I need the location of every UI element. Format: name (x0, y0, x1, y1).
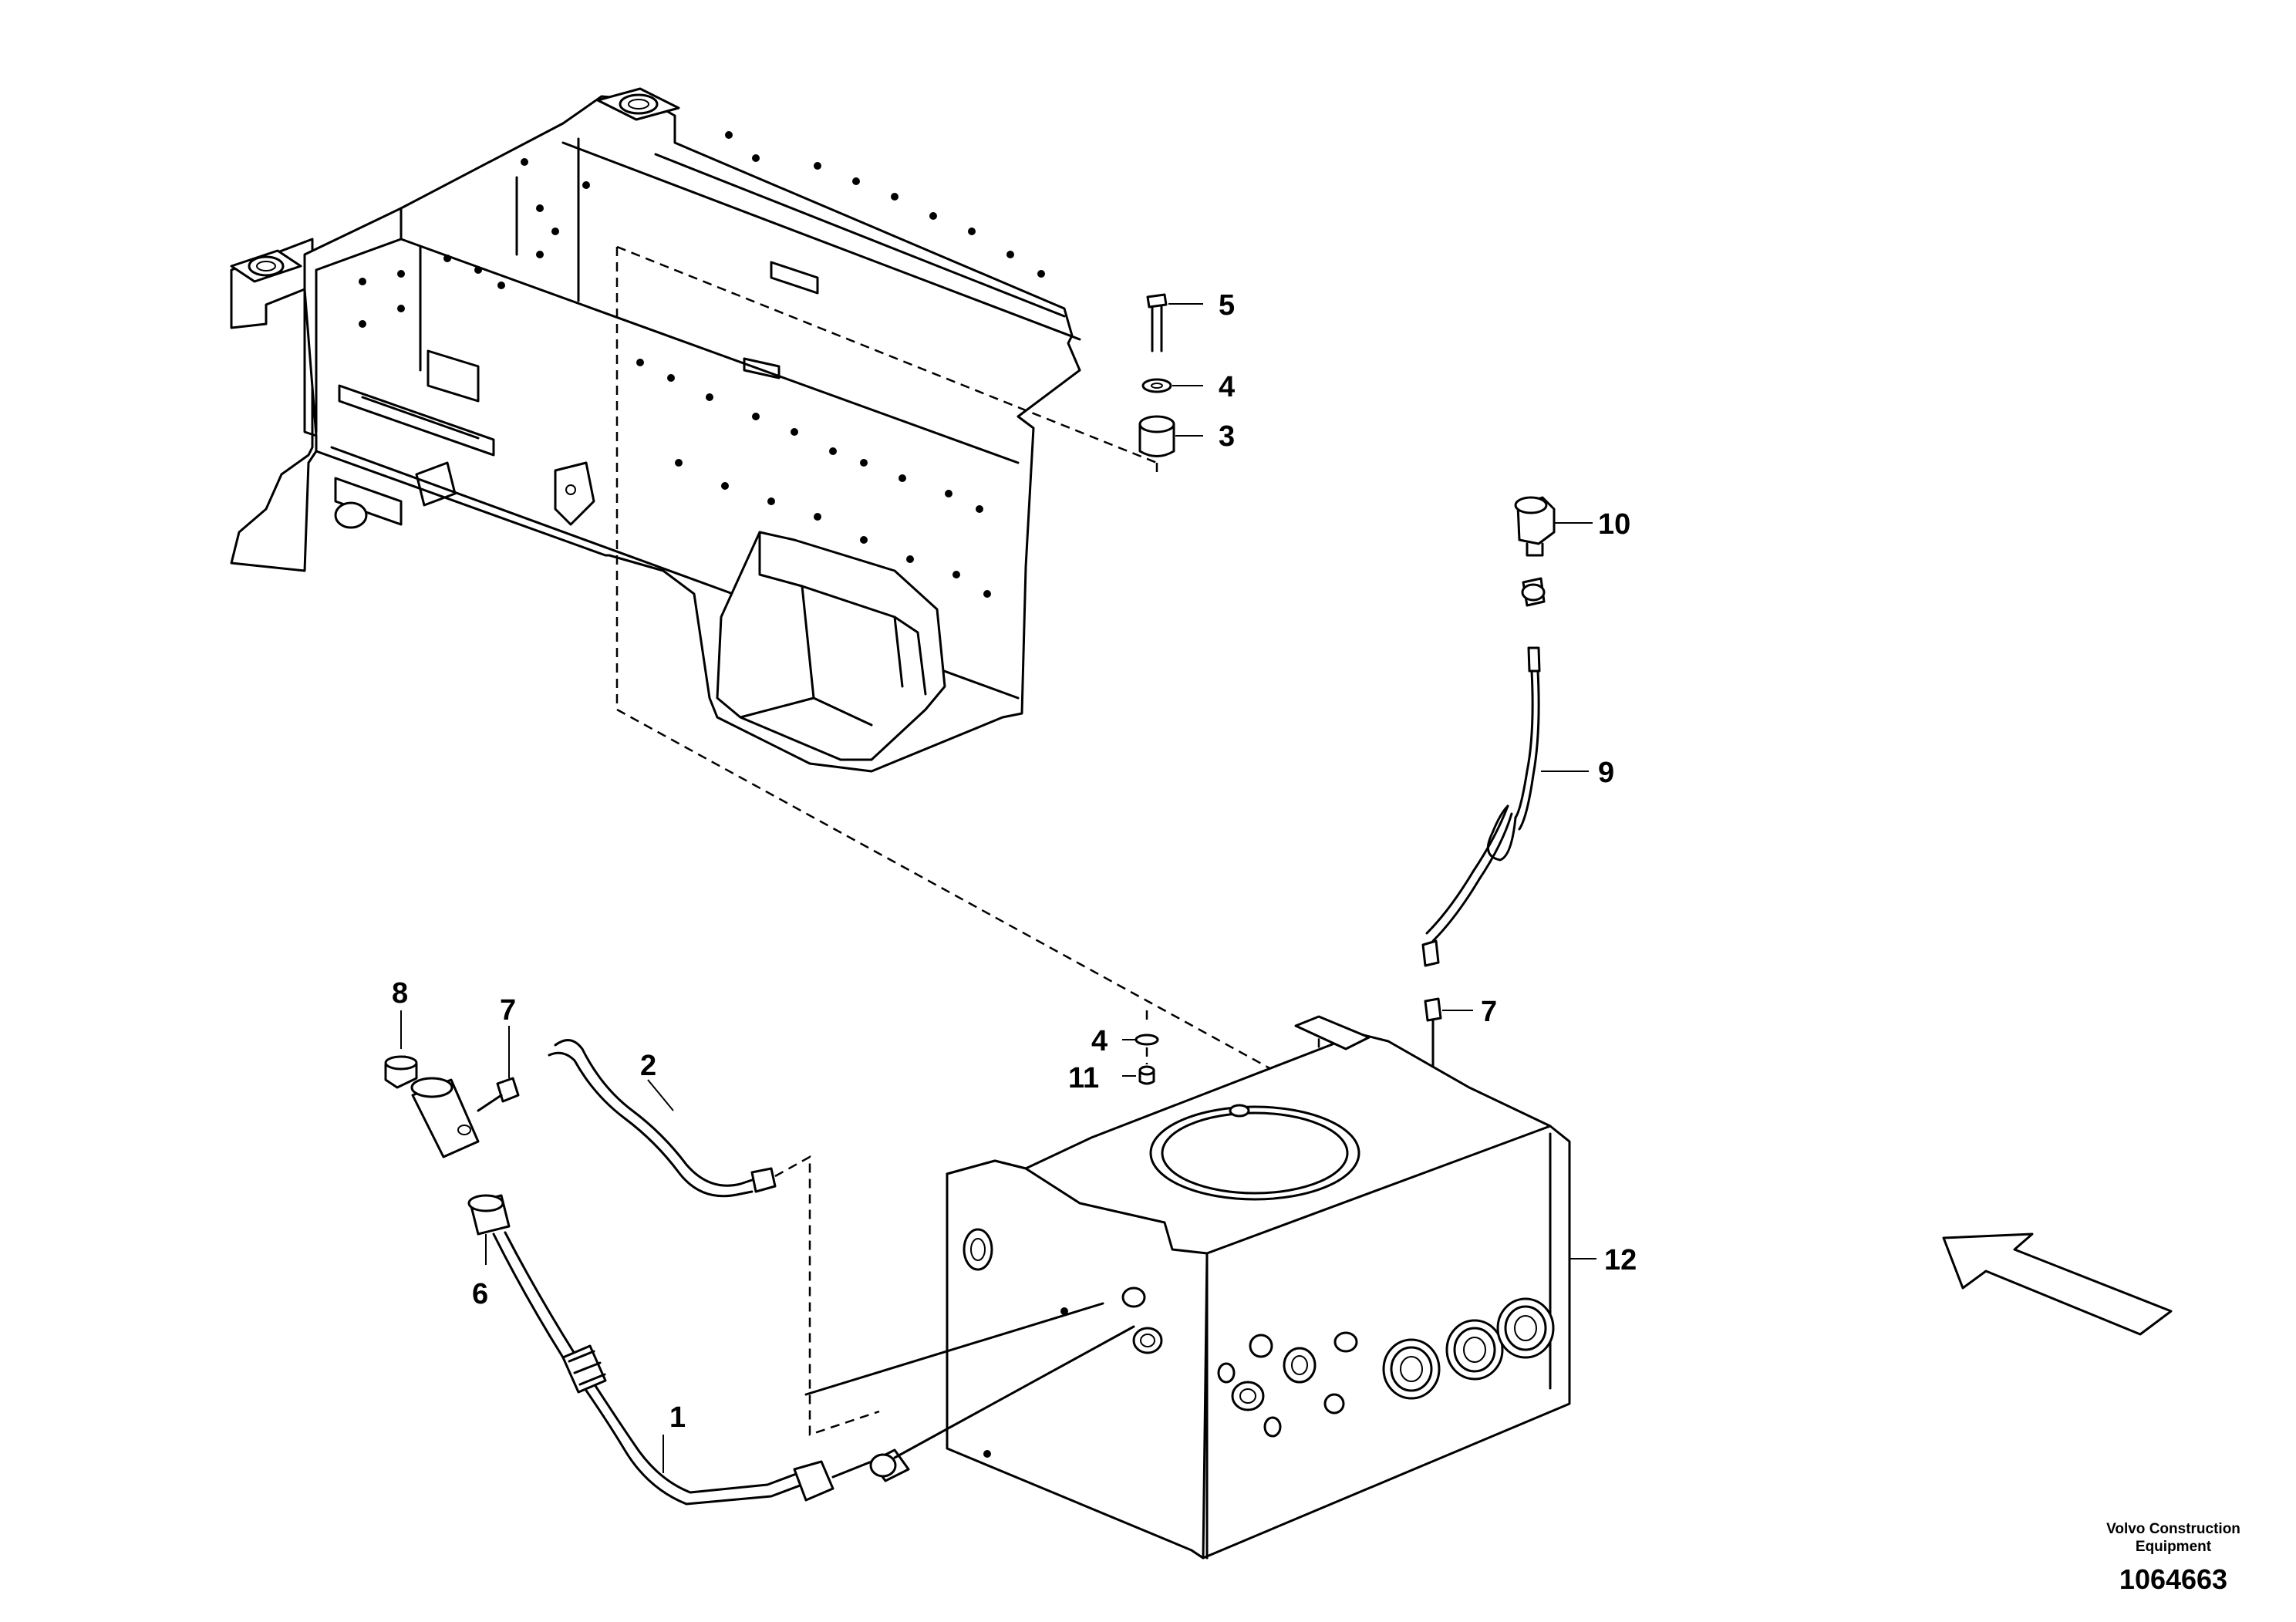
front-direction-arrow (1942, 1233, 2173, 1336)
callout-3: 3 (1219, 420, 1235, 453)
hose-assembly (384, 1039, 1135, 1506)
alignment-line-top (616, 245, 1158, 464)
maker-name-line1: Volvo Construction (2106, 1521, 2240, 1537)
mounting-bolt-set (1138, 293, 1175, 478)
callout-7-right: 7 (1481, 996, 1497, 1028)
callout-11: 11 (1068, 1062, 1099, 1094)
tank-washer-nut (1135, 1010, 1159, 1085)
leader-lines (400, 303, 1596, 1473)
maker-name-line2: Equipment (2136, 1539, 2212, 1555)
callout-5: 5 (1219, 289, 1235, 322)
callout-2: 2 (640, 1050, 656, 1082)
level-sensor-assembly (1420, 496, 1556, 1114)
machine-frame (230, 87, 1081, 773)
callout-4-lower: 4 (1091, 1025, 1108, 1057)
callout-7-left: 7 (500, 994, 516, 1027)
callout-4: 4 (1219, 371, 1235, 403)
callout-12: 12 (1604, 1244, 1637, 1276)
callout-8: 8 (392, 977, 408, 1010)
drawing-number: 1064663 (2119, 1563, 2227, 1595)
callout-10: 10 (1598, 508, 1630, 541)
callout-6: 6 (472, 1278, 488, 1310)
callout-1: 1 (669, 1401, 686, 1434)
hydraulic-tank (946, 1015, 1571, 1560)
callout-9: 9 (1598, 757, 1614, 789)
